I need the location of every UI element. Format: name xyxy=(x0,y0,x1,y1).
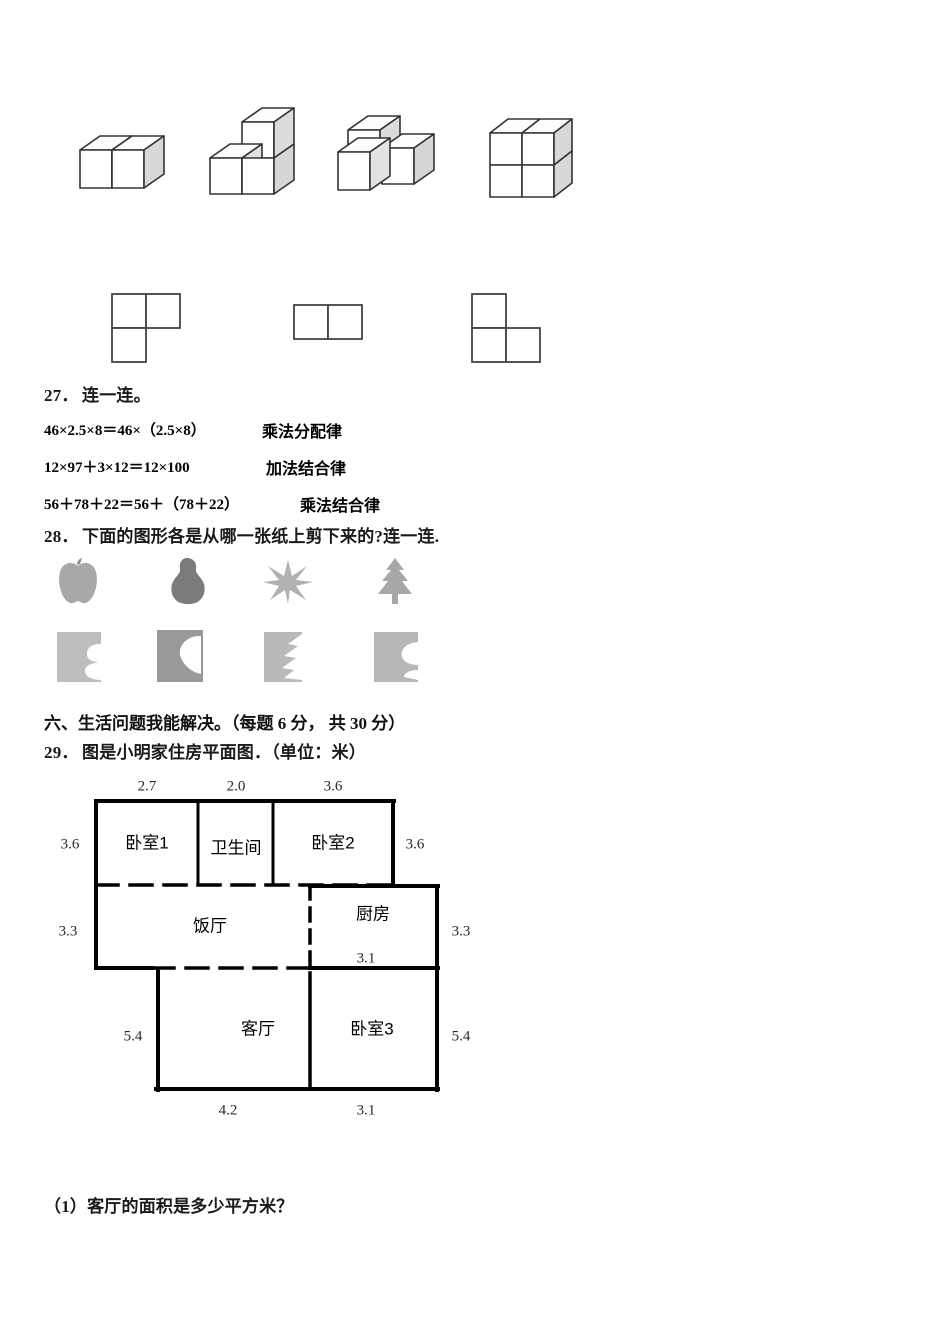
question-27-number: 27． xyxy=(44,386,79,405)
question-28-number: 28． xyxy=(44,527,79,546)
question-28-title: 下面的图形各是从哪一张纸上剪下来的?连一连. xyxy=(82,527,440,546)
cut-shape-apple-icon[interactable] xyxy=(52,558,104,606)
room-label-kitchen: 厨房 xyxy=(356,904,390,923)
dimension-top-middle: 2.0 xyxy=(227,778,246,794)
flat-shape-domino xyxy=(292,303,364,343)
dimension-bottom-left: 4.2 xyxy=(219,1102,238,1118)
q27-equation-2[interactable]: 12×97＋3×12＝12×100 xyxy=(44,460,190,476)
cut-shape-pine-tree-icon[interactable] xyxy=(372,557,418,605)
solid-figure-two-by-two-wall xyxy=(480,105,590,205)
solid-figure-corner-three-cubes xyxy=(330,104,450,204)
question-27-title: 连一连。 xyxy=(82,386,151,405)
flat-shape-gamma xyxy=(110,292,182,364)
room-label-dining-room: 饭厅 xyxy=(193,916,227,935)
dimension-top-left: 2.7 xyxy=(138,778,157,794)
cut-shape-gourd-icon[interactable] xyxy=(165,556,209,606)
dimension-right-upper: 3.6 xyxy=(406,836,425,852)
question-29-number: 29． xyxy=(44,743,79,762)
dimension-right-middle: 3.3 xyxy=(452,923,471,939)
dimension-left-lower: 5.4 xyxy=(124,1028,143,1044)
question-29-sub-1: （1）客厅的面积是多少平方米？ xyxy=(44,1197,294,1216)
question-29-title: 图是小明家住房平面图．（单位：米） xyxy=(82,743,366,762)
folded-paper-gourd-icon[interactable] xyxy=(155,628,205,682)
floorplan-diagram: 卧室1 卫生间 卧室2 饭厅 厨房 客厅 卧室3 2.7 2.0 3.6 3.6… xyxy=(0,760,560,1150)
room-label-bathroom: 卫生间 xyxy=(211,838,262,857)
folded-paper-apple-icon[interactable] xyxy=(55,630,103,682)
folded-paper-flower-icon[interactable] xyxy=(372,630,420,682)
folded-paper-tree-icon[interactable] xyxy=(262,630,306,682)
q27-equation-3[interactable]: 56＋78＋22＝56＋（78＋22） xyxy=(44,497,240,513)
dimension-top-right: 3.6 xyxy=(324,778,343,794)
room-label-living-room: 客厅 xyxy=(241,1019,275,1038)
room-label-bedroom-1: 卧室1 xyxy=(125,833,168,852)
dimension-kitchen-width: 3.1 xyxy=(357,950,376,966)
dimension-right-lower: 5.4 xyxy=(452,1028,471,1044)
section-6-heading: 六、生活问题我能解决。（每题 6 分， 共 30 分） xyxy=(44,714,406,733)
solid-figure-two-cubes-row xyxy=(70,108,180,203)
flat-shape-l xyxy=(470,292,542,364)
q27-law-2[interactable]: 加法结合律 xyxy=(266,461,347,478)
dimension-left-upper: 3.6 xyxy=(61,836,80,852)
q27-law-1[interactable]: 乘法分配律 xyxy=(262,424,343,441)
q27-law-3[interactable]: 乘法结合律 xyxy=(300,498,381,515)
room-label-bedroom-3: 卧室3 xyxy=(350,1019,393,1038)
cut-shape-flower-icon[interactable] xyxy=(262,560,314,604)
dimension-bottom-right: 3.1 xyxy=(357,1102,376,1118)
solid-figure-l-shape-stack xyxy=(200,100,315,205)
room-label-bedroom-2: 卧室2 xyxy=(311,833,354,852)
dimension-left-middle: 3.3 xyxy=(59,923,78,939)
q27-equation-1[interactable]: 46×2.5×8＝46×（2.5×8） xyxy=(44,423,206,439)
